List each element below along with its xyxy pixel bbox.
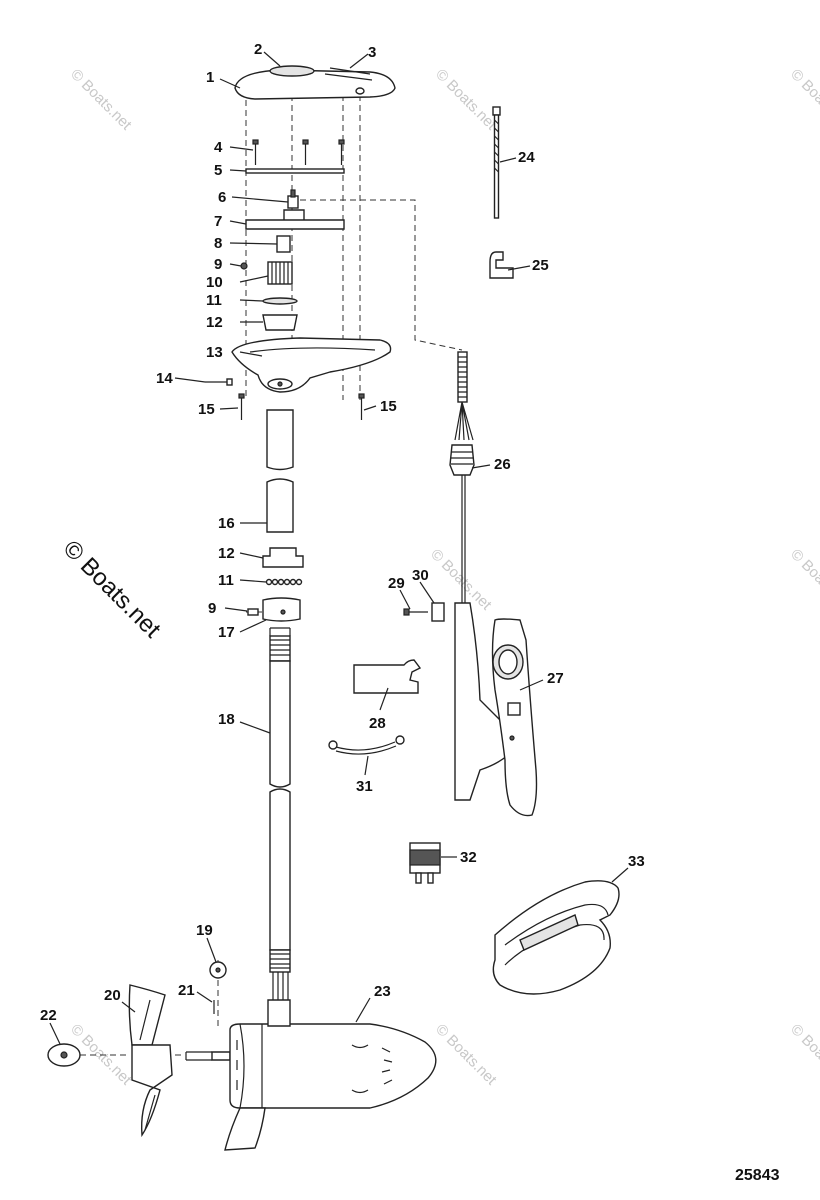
spacer-block [431,602,445,622]
bearing [265,578,303,586]
callout-6: 6 [218,189,226,206]
callout-1: 1 [206,69,214,86]
gear-assembly [267,261,293,285]
watermark: © Boats.net [67,66,135,134]
prop-nut [47,1043,81,1067]
callout-14: 14 [156,370,173,387]
callout-29: 29 [388,575,405,592]
watermark: © Boats.net [432,66,500,134]
watermark: © Boats.net [787,1021,820,1089]
callout-23: 23 [374,983,391,1000]
bracket [245,209,345,230]
callout-15-right: 15 [380,398,397,415]
upper-bushing [262,314,298,331]
foot-pedal [454,602,538,817]
callout-12: 12 [206,314,223,331]
callout-20: 20 [104,987,121,1004]
callout-27: 27 [547,670,564,687]
handle-pin [205,378,233,386]
callout-2: 2 [254,41,262,58]
callout-26: 26 [494,456,511,473]
callout-30: 30 [412,567,429,584]
callout-11-lower: 11 [218,572,234,589]
shaft-tubes [266,409,294,533]
callout-13: 13 [206,344,223,361]
callout-16: 16 [218,515,235,532]
figure-number: 25843 [735,1167,780,1184]
washer [262,297,298,305]
bushing [276,235,291,253]
callout-8: 8 [214,235,222,252]
switch [287,189,299,209]
callout-31: 31 [356,778,373,795]
callout-11: 11 [206,292,222,309]
callout-19: 19 [196,922,213,939]
hand-strap [492,880,620,995]
callout-9: 9 [214,256,222,273]
main-watermark: © Boats.net [58,535,166,643]
callout-25: 25 [532,257,549,274]
lower-bushing [262,547,304,568]
callout-15-left: 15 [198,401,215,418]
long-screws [238,393,365,420]
callout-24: 24 [518,149,535,166]
callout-9-lower: 9 [208,600,216,617]
set-screw [240,262,248,270]
pedal-screw [403,608,428,616]
callout-3: 3 [368,44,376,61]
composite-shaft [269,627,291,1010]
leader-lines [49,51,629,1045]
collar [262,597,301,622]
callout-4: 4 [214,139,223,156]
callout-33: 33 [628,853,645,870]
cable-tie [492,106,501,219]
callout-10: 10 [206,274,223,291]
callout-12-lower: 12 [218,545,235,562]
set-screw-lower [247,608,259,616]
screws-top [252,139,345,165]
faint-watermarks: © Boats.net © Boats.net © Boats.net © Bo… [67,66,820,1089]
top-cover [234,65,396,100]
clip [489,251,514,279]
watermark: © Boats.net [432,1021,500,1089]
power-plug [409,842,441,884]
callout-18: 18 [218,711,235,728]
callout-22: 22 [40,1007,57,1024]
gasket [245,168,345,174]
mounting-plate [353,659,422,694]
callout-7: 7 [214,213,222,230]
prop-nut-washer [209,961,227,979]
callout-5: 5 [214,162,222,179]
ground-strap [328,735,405,755]
trolling-motor [185,999,437,1151]
callout-17: 17 [218,624,235,641]
handle-housing [231,337,392,393]
callout-28: 28 [369,715,386,732]
watermark: © Boats.net [787,546,820,614]
propeller [128,984,173,1138]
callout-labels: 1 2 3 4 5 6 7 8 9 10 11 12 13 14 15 15 1… [40,41,645,1024]
callout-32: 32 [460,849,477,866]
callout-21: 21 [178,982,195,999]
control-cable [449,351,475,610]
watermark: © Boats.net [787,66,820,134]
